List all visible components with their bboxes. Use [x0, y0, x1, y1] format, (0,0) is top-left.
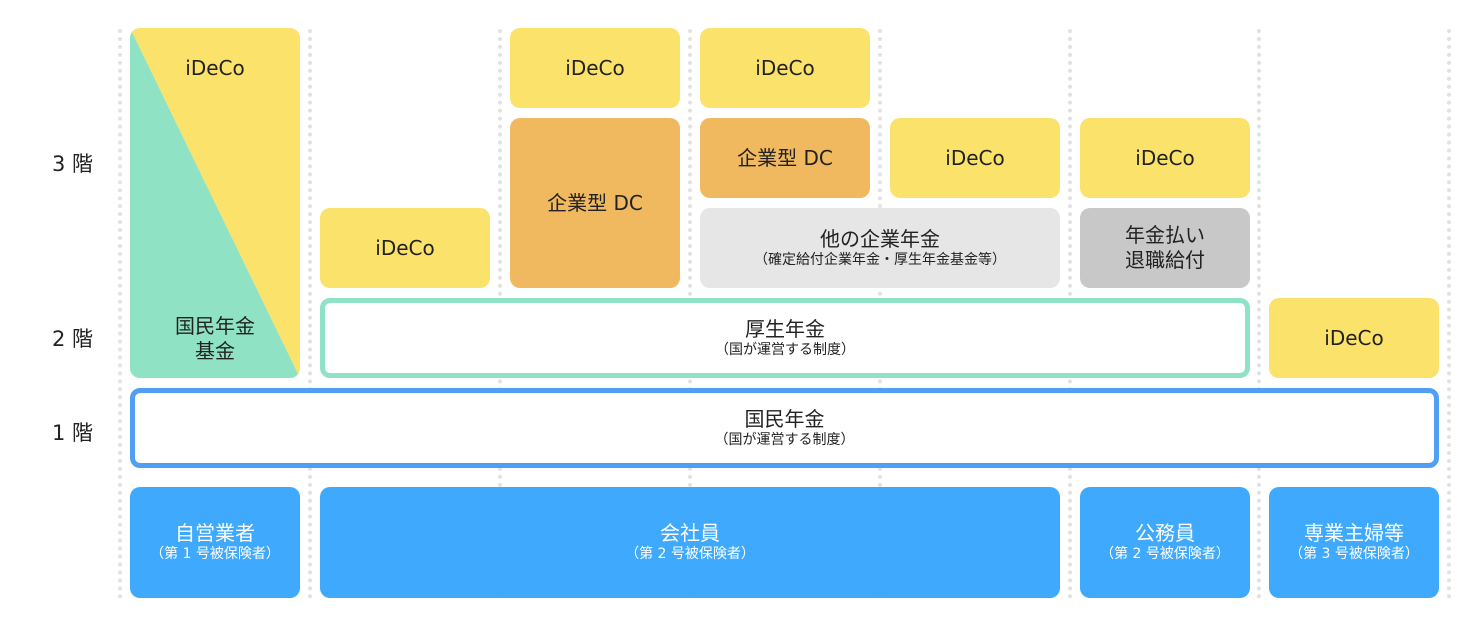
ideco-label: iDeCo: [1324, 325, 1384, 350]
employee-pension-box: 厚生年金 （国が運営する制度）: [320, 298, 1250, 378]
insured-type-subtitle: （第 3 号被保険者）: [1289, 546, 1419, 563]
insured-type-civil-servant: 公務員 （第 2 号被保険者）: [1080, 487, 1250, 598]
ideco-box: iDeCo: [320, 208, 490, 288]
ideco-label: iDeCo: [565, 55, 625, 80]
retirement-line-2: 退職給付: [1125, 248, 1205, 272]
column-divider: [1447, 29, 1451, 599]
ideco-box: iDeCo: [1080, 118, 1250, 198]
corporate-dc-label: 企業型 DC: [737, 145, 833, 170]
insured-type-self-employed: 自営業者 （第 1 号被保険者）: [130, 487, 300, 598]
insured-type-company-employee: 会社員 （第 2 号被保険者）: [320, 487, 1060, 598]
other-pension-subtitle: （確定給付企業年金・厚生年金基金等）: [754, 251, 1006, 268]
fund-line-1: 国民年金: [175, 314, 255, 338]
national-pension-box: 国民年金 （国が運営する制度）: [130, 388, 1439, 468]
insured-type-housewife: 専業主婦等 （第 3 号被保険者）: [1269, 487, 1439, 598]
other-pension-title: 他の企業年金: [820, 226, 940, 251]
insured-type-title: 自営業者: [175, 521, 255, 546]
national-pension-title: 国民年金: [744, 406, 825, 431]
retirement-benefit-box: 年金払い 退職給付: [1080, 208, 1250, 288]
corporate-dc-box: 企業型 DC: [510, 118, 680, 288]
self-employed-ideco-fund-block: iDeCo 国民年金 基金: [130, 28, 300, 378]
employee-pension-subtitle: （国が運営する制度）: [715, 341, 855, 358]
other-corporate-pension-box: 他の企業年金 （確定給付企業年金・厚生年金基金等）: [700, 208, 1060, 288]
column-divider: [118, 29, 122, 599]
corporate-dc-label: 企業型 DC: [547, 190, 643, 215]
insured-type-title: 専業主婦等: [1304, 521, 1404, 546]
ideco-label: iDeCo: [185, 56, 245, 80]
fund-line-2: 基金: [195, 339, 235, 363]
insured-type-subtitle: （第 2 号被保険者）: [1100, 546, 1230, 563]
employee-pension-title: 厚生年金: [745, 316, 825, 341]
column-divider: [308, 29, 312, 599]
ideco-box: iDeCo: [510, 28, 680, 108]
ideco-label: iDeCo: [375, 235, 435, 260]
column-divider: [1257, 29, 1261, 599]
ideco-box: iDeCo: [890, 118, 1060, 198]
ideco-box: iDeCo: [700, 28, 870, 108]
national-pension-subtitle: （国が運営する制度）: [714, 431, 855, 448]
insured-type-subtitle: （第 1 号被保険者）: [150, 546, 280, 563]
national-pension-fund-label: 国民年金 基金: [130, 314, 300, 364]
ideco-label: iDeCo: [945, 145, 1005, 170]
housewife-ideco-box: iDeCo: [1269, 298, 1439, 378]
ideco-label: iDeCo: [755, 55, 815, 80]
insured-type-subtitle: （第 2 号被保険者）: [625, 546, 755, 563]
insured-type-title: 会社員: [660, 521, 720, 546]
floor-3-label: 3 階: [52, 152, 94, 176]
retirement-line-1: 年金払い: [1125, 223, 1205, 247]
insured-type-title: 公務員: [1135, 521, 1195, 546]
corporate-dc-box: 企業型 DC: [700, 118, 870, 198]
national-pension-fund-triangle: [130, 28, 300, 378]
diagonal-split-graphic: [130, 28, 300, 378]
floor-2-label: 2 階: [52, 327, 94, 351]
floor-1-label: 1 階: [52, 421, 94, 445]
ideco-label: iDeCo: [1135, 145, 1195, 170]
